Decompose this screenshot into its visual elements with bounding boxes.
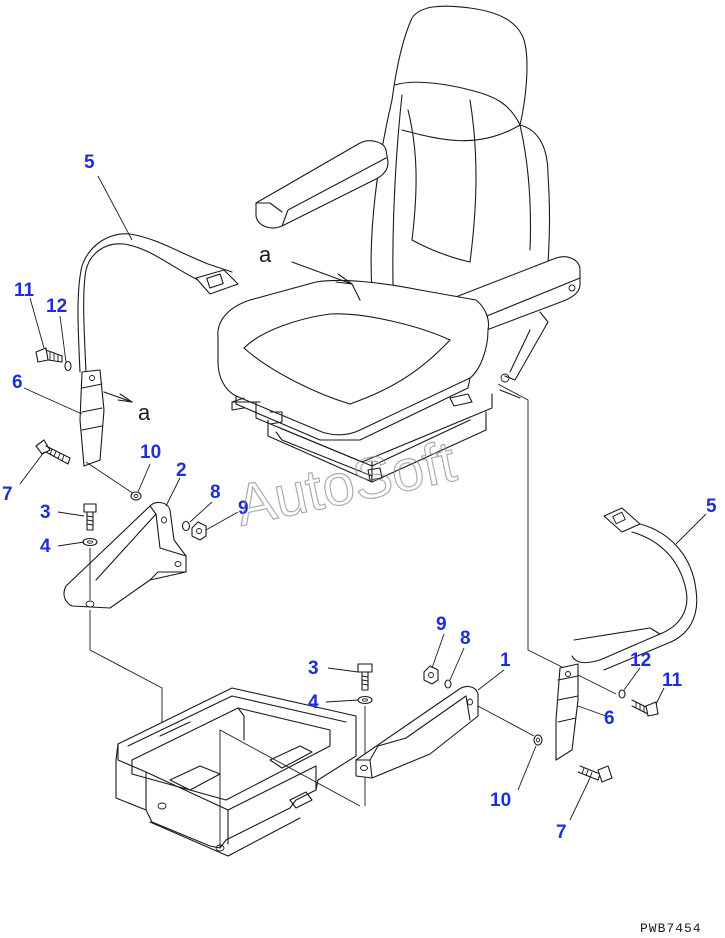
- callout-8-right: 8: [460, 628, 471, 649]
- seat-assembly: [217, 5, 581, 483]
- reference-letter-a-belt: a: [138, 400, 151, 425]
- left-seat-belt: [77, 233, 239, 495]
- callout-5-left: 5: [84, 152, 95, 173]
- callout-1: 1: [500, 650, 511, 671]
- left-hardware: [35, 347, 207, 806]
- callout-7-right: 7: [556, 822, 567, 843]
- callout-3-left: 3: [40, 502, 51, 523]
- callout-9-right: 9: [436, 614, 447, 635]
- leader-lines: [19, 175, 707, 821]
- callout-4-right: 4: [308, 692, 319, 713]
- reference-letter-a-seat: a: [259, 242, 272, 267]
- drawing-code: PWB7454: [640, 921, 702, 936]
- callout-11-left: 11: [14, 280, 35, 301]
- right-hardware: [355, 383, 617, 806]
- callout-7-left: 7: [2, 484, 13, 505]
- callout-8-left: 8: [210, 482, 221, 503]
- right-seat-belt: [555, 507, 698, 783]
- callout-2: 2: [176, 460, 187, 481]
- callout-12-left: 12: [46, 296, 67, 317]
- callout-6-left: 6: [12, 372, 23, 393]
- floor-plate: [115, 687, 361, 857]
- callout-12-right: 12: [630, 650, 651, 671]
- watermark: AutoSoft: [230, 429, 461, 539]
- callout-3-right: 3: [308, 658, 319, 679]
- callout-6-right: 6: [604, 708, 615, 729]
- callout-11-right: 11: [662, 670, 683, 691]
- callout-9-left: 9: [238, 498, 249, 519]
- callout-10-left: 10: [140, 442, 161, 463]
- callout-5-right: 5: [706, 496, 717, 517]
- callout-4-left: 4: [40, 536, 51, 557]
- callout-10-right: 10: [490, 790, 511, 811]
